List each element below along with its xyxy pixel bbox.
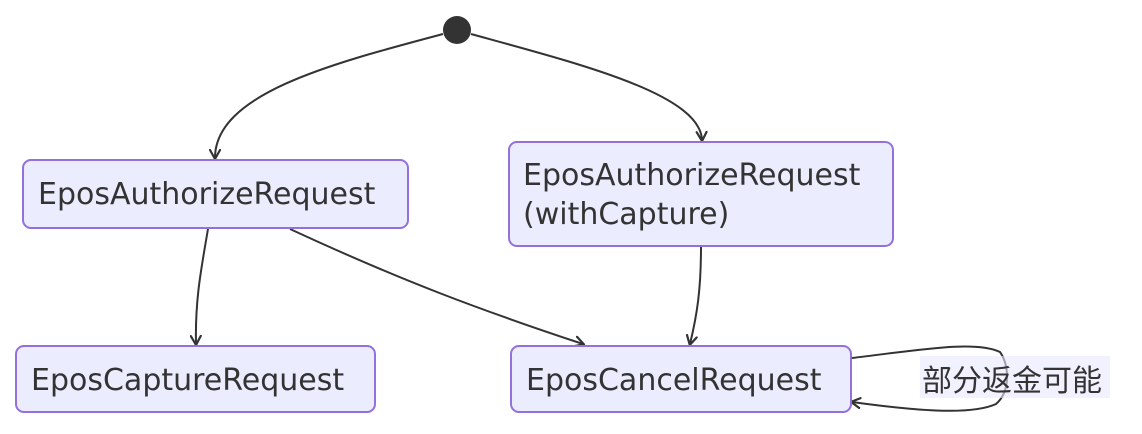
state-eposauthorizerequest-withcapture-label-line1: EposAuthorizeRequest — [523, 158, 861, 193]
start-state — [443, 16, 471, 44]
state-eposcapturerequest[interactable]: EposCaptureRequest — [15, 345, 376, 413]
state-eposcancelrequest-label: EposCancelRequest — [526, 363, 822, 398]
edge-start-to-authorize — [215, 33, 444, 158]
state-eposcapturerequest-label: EposCaptureRequest — [31, 363, 344, 398]
self-loop-label: 部分返金可能 — [920, 356, 1110, 399]
edge-start-to-authorize-capture — [470, 33, 702, 140]
edge-authorize-to-cancel — [289, 228, 583, 344]
state-eposcancelrequest[interactable]: EposCancelRequest — [510, 345, 852, 413]
self-loop-label-text: 部分返金可能 — [922, 364, 1102, 399]
edge-authorize-to-capture — [196, 228, 209, 344]
state-eposauthorizerequest-label: EposAuthorizeRequest — [38, 177, 376, 212]
state-eposauthorizerequest[interactable]: EposAuthorizeRequest — [22, 159, 409, 229]
edge-authorize-capture-to-cancel — [690, 246, 702, 344]
state-eposauthorizerequest-withcapture[interactable]: EposAuthorizeRequest (withCapture) — [508, 141, 894, 247]
state-eposauthorizerequest-withcapture-label-line2: (withCapture) — [523, 197, 729, 232]
